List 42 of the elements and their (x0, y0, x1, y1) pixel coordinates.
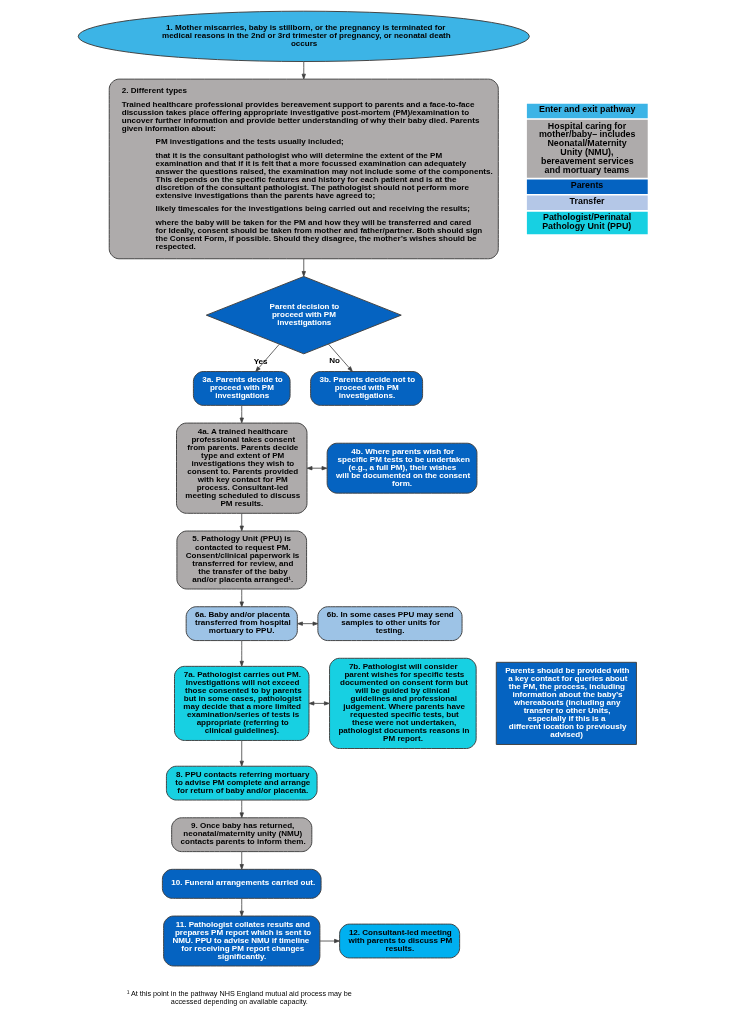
arrow (301, 61, 306, 80)
arrow (328, 343, 353, 372)
legend-label: Transfer (569, 196, 605, 207)
arrow (239, 799, 244, 819)
arrow (308, 701, 330, 706)
arrow (239, 851, 244, 870)
node-box: 10. Funeral arrangements carried out. (161, 868, 322, 899)
node-box: 6b. In some cases PPU may send samples to other units for testing. (317, 606, 463, 642)
arrow (319, 938, 340, 944)
arrow (239, 588, 244, 608)
arrow (239, 512, 244, 532)
edge-label: Yes (253, 356, 268, 366)
legend-label: Hospital caring for mother/baby– includes Neonatal/Maternity Unity (NMU), bereavement services and mortuary teams (538, 120, 636, 175)
arrow (255, 343, 280, 372)
node-box: 4b. Where parents wish for specific PM tests to be undertaken (e.g., a full PM), their wishes will be documented on the consent form. (326, 442, 478, 494)
arrow (301, 258, 306, 277)
node-box: 8. PPU contacts referring mortuary to advise PM complete and arrange for return of baby and/or placenta. (165, 765, 318, 801)
arrow (239, 897, 244, 917)
edge-label: No (329, 356, 340, 366)
arrow (239, 405, 244, 424)
legend-label: Pathologist/Perinatal Pathology Unit (PPU) (542, 212, 632, 232)
node-box: 12. Consultant-led meeting with parents to discuss PM results. (339, 923, 461, 959)
arrow (297, 621, 319, 626)
node-box: 5. Pathology Unit (PPU) is contacted to request PM. Consent/clinical paperwork is transferred for review, and the transfer of the baby and/or placenta arranged¹. (176, 530, 308, 590)
node-box: 4a. A trained healthcare professional takes consent from parents. Parents decide type and extent of PM investigations they wish to consent to. Parents provided with key contact for PM process. Consultant-led meeting scheduled to discuss PM results. (176, 422, 308, 514)
arrow (306, 466, 328, 471)
legend-label: Enter and exit pathway (538, 104, 636, 115)
node-ellipse: 1. Mother miscarries, baby is stillborn, or the pregnancy is terminated for medical reasons in the 2nd or 3rd trimester of pregnancy, or neonatal death occurs (77, 10, 530, 62)
node-box: 6a. Baby and/or placenta transferred from hospital mortuary to PPU. (185, 606, 298, 642)
arrow (239, 640, 244, 667)
node-box: Parents should be provided with a key contact for queries about the PM, the process, including information about the baby’s whereabouts (including any transfer to other Units, especially if this is a different location to previously advised) (495, 661, 637, 745)
node-box: 7b. Pathologist will consider parent wishes for specific tests documented on consent form but will be guided by clinical guidelines and professional judgement. Where parents have requested specific tests, but these were not undertaken, pathologist documents reasons in PM report. (329, 657, 477, 749)
node-box: 7a. Pathologist carries out PM. Investigations will not exceed those consented to by parents but in some cases, pathologist may decide that a more limited examination/series of tests is appropriate (referring to clinical guidelines). (174, 665, 310, 741)
node-box: 9. Once baby has returned, neonatal/maternity unity (NMU) contacts parents to inform them. (171, 817, 313, 853)
node-box: 3b. Parents decide not to proceed with PM investigations. (310, 371, 424, 406)
label: ¹ At this point in the pathway NHS England mutual aid process may be accessed depending on available capacity. (126, 988, 352, 1007)
legend-label: Parents (570, 180, 604, 191)
node-box: 11. Pathologist collates results and prepares PM report which is sent to NMU. PPU to advise NMU if timeline for receiving PM report changes significantly. (163, 915, 321, 967)
arrow (239, 740, 244, 767)
node-box: 2. Different types Trained healthcare professional provides bereavement support to parents and a face-to-face discussion takes place offering appropriate investigative post-mortem (PM)/examination to uncover further information and provide better understanding of why their baby died. Parents given information about: PM investigations and the tests usually included; that it is the consultant pathologist who will determine the extent of the PM examination and that if it is felt that a more focussed examination can adequately answer the questions raised, the examination may not include some of the components. This depends on the specific features and history for each patient and is at the discretion of the consultant pathologist. The pathologist should not perform more extensive investigations than the parents have agreed to; likely timescales for the investigations being carried out and receiving the results; where the baby will be taken for the PM and how they will be transferred and cared for Ideally, consent should be taken from mother and father/partner. Both should sign the Consent Form, if possible. Should they disagree, the mother’s wishes should be respected. (108, 78, 499, 260)
node-diamond: Parent decision to proceed with PM investigations (205, 276, 402, 355)
node-box: 3a. Parents decide to proceed with PM investigations (192, 371, 291, 406)
